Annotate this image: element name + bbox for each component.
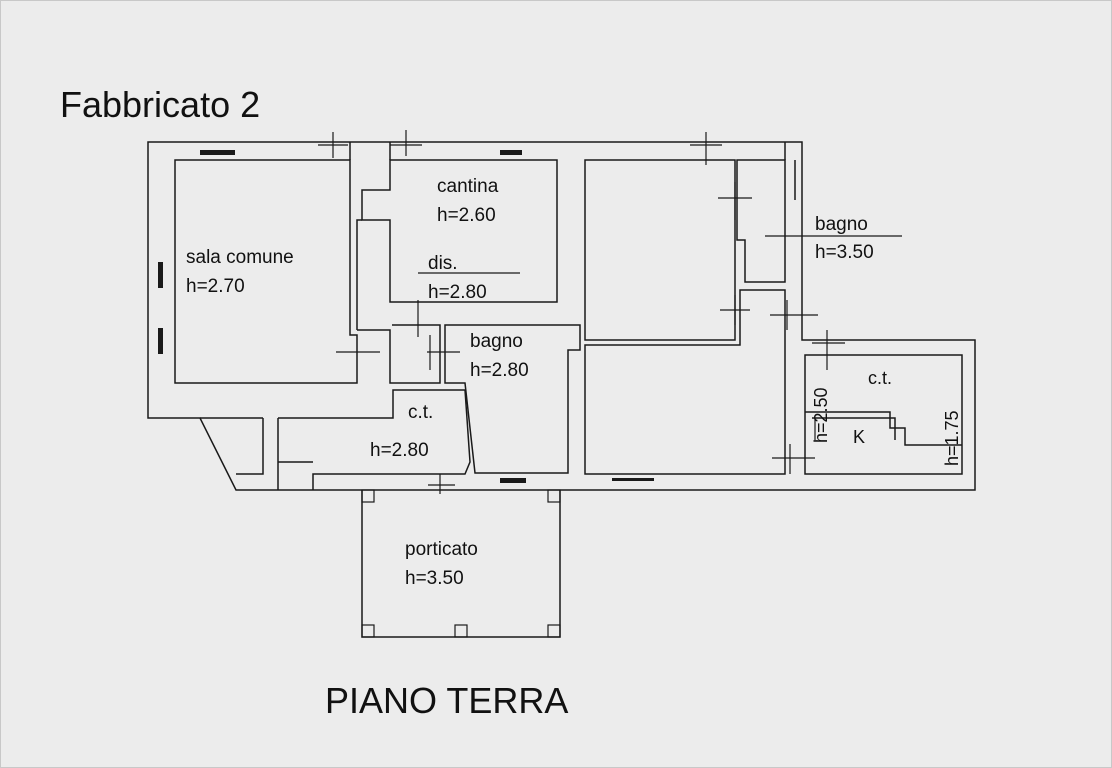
floor-label: PIANO TERRA bbox=[325, 680, 568, 721]
leader-lines bbox=[418, 235, 902, 274]
room-height-ct-right-right: h=1.75 bbox=[942, 410, 962, 466]
room-name-ct-lower: c.t. bbox=[408, 402, 433, 423]
window bbox=[500, 478, 526, 483]
outer-wall bbox=[147, 141, 976, 491]
pillar bbox=[454, 624, 468, 638]
room-height-bagno-right: h=3.50 bbox=[815, 242, 874, 263]
ct-right-wall bbox=[804, 354, 963, 475]
window bbox=[158, 328, 163, 354]
room-height-sala-comune: h=2.70 bbox=[186, 276, 245, 297]
window bbox=[612, 478, 654, 481]
room-height-porticato: h=3.50 bbox=[405, 568, 464, 589]
sala-comune-wall bbox=[174, 159, 358, 384]
room-name-bagno-center: bagno bbox=[470, 331, 523, 352]
room-height-cantina: h=2.60 bbox=[437, 205, 496, 226]
door-ticks bbox=[318, 130, 845, 494]
room-height-dis: h=2.80 bbox=[428, 282, 487, 303]
ct-right-inner bbox=[805, 411, 962, 446]
pillar bbox=[361, 624, 375, 638]
room-name-sala-comune: sala comune bbox=[186, 247, 294, 268]
right-room-lower-wall bbox=[584, 289, 786, 475]
corridor-wall bbox=[357, 324, 441, 384]
room-name-cantina: cantina bbox=[437, 176, 499, 197]
room-height-ct-right-left: h=2.50 bbox=[811, 387, 831, 443]
ct-right-inner2 bbox=[812, 417, 896, 440]
window bbox=[200, 150, 235, 155]
ct-lower-wall bbox=[278, 389, 471, 490]
room-name-bagno-right: bagno bbox=[815, 214, 868, 235]
bagno-center-wall bbox=[444, 324, 581, 474]
window bbox=[158, 262, 163, 288]
room-marker-k: K bbox=[853, 427, 865, 447]
pillars bbox=[361, 489, 561, 638]
cantina-wall bbox=[361, 159, 558, 303]
pillar bbox=[361, 489, 375, 503]
corridor-left bbox=[356, 219, 362, 330]
right-room-upper-wall bbox=[584, 159, 736, 341]
room-name-ct-right: c.t. bbox=[868, 368, 892, 388]
pillar bbox=[547, 624, 561, 638]
wall-lines bbox=[147, 141, 976, 638]
building-title: Fabbricato 2 bbox=[60, 84, 260, 125]
lower-left-wall bbox=[236, 418, 264, 475]
window bbox=[500, 150, 522, 155]
room-height-bagno-center: h=2.80 bbox=[470, 360, 529, 381]
room-name-dis: dis. bbox=[428, 253, 458, 274]
room-name-porticato: porticato bbox=[405, 539, 478, 560]
windows bbox=[158, 150, 654, 483]
room-height-ct-lower: h=2.80 bbox=[370, 440, 429, 461]
pillar bbox=[547, 489, 561, 503]
